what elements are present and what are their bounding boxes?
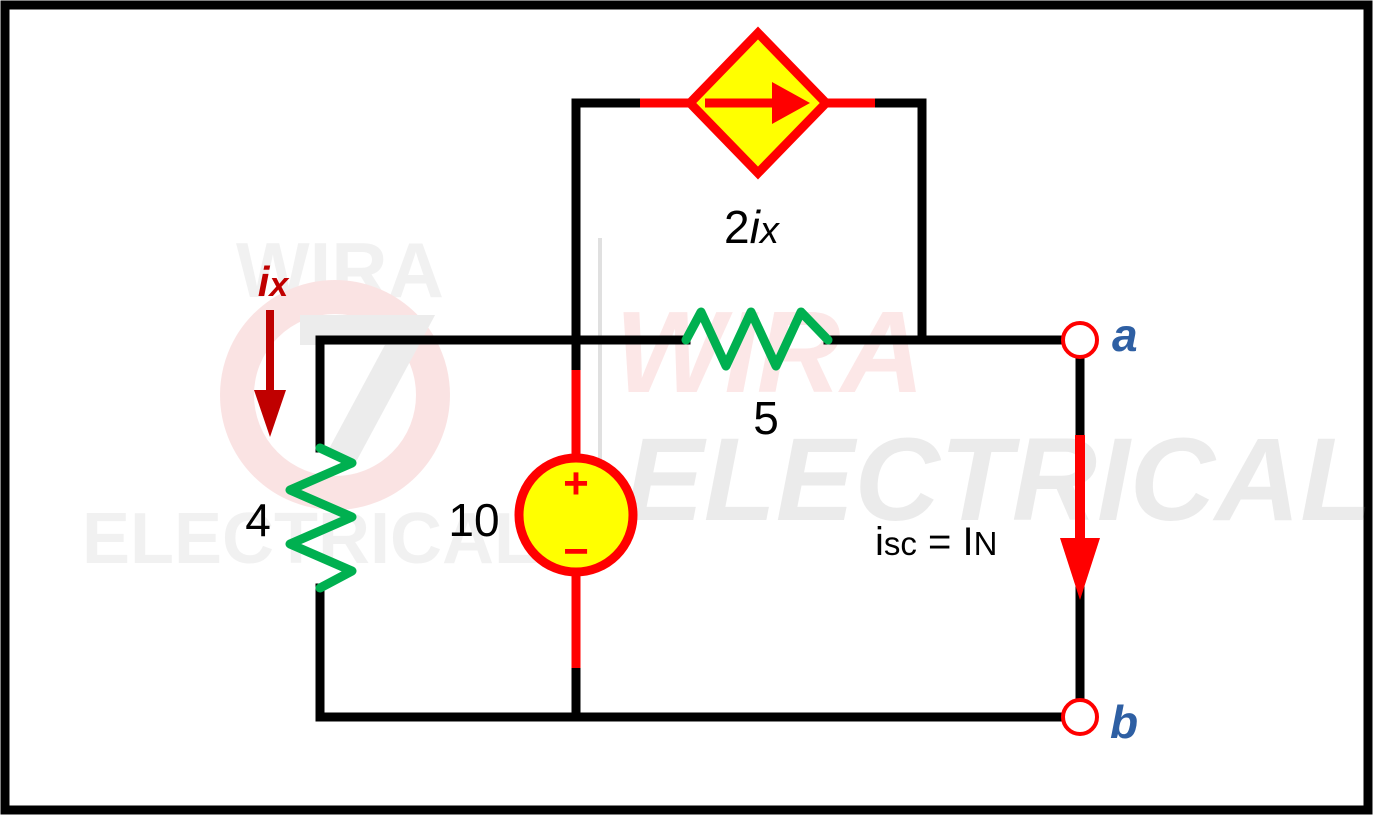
watermark-center: WIRA ELECTRICAL: [615, 287, 1372, 546]
dep-source-label: 2ix: [724, 201, 781, 253]
source-leads: [571, 98, 875, 668]
terminal-b-node: [1061, 698, 1099, 736]
resistor-5-label: 5: [753, 392, 779, 444]
watermark-logo-top: WIRA: [236, 226, 444, 314]
resistor-5-zigzag: [681, 307, 833, 371]
wire-middle-left: [315, 335, 691, 453]
wire-top-right: [870, 98, 927, 345]
resistor-4-zigzag: [285, 443, 357, 593]
vs-circle: [514, 453, 638, 577]
wire-bottom: [315, 583, 1067, 722]
isc-label: isc = IN: [875, 520, 997, 564]
ix-label: ix: [258, 258, 291, 305]
watermark-logo-ring: [220, 280, 450, 510]
isc-arrow-icon: [1060, 538, 1100, 600]
vs-plus-icon: +: [563, 459, 589, 508]
terminal-a-label: a: [1112, 309, 1138, 361]
voltage-source: + −: [514, 453, 638, 577]
terminal-b-label: b: [1110, 696, 1138, 748]
vs-minus-icon: −: [563, 527, 589, 576]
dep-source-arrow-icon: [772, 82, 810, 124]
wire-top-left: [571, 98, 645, 345]
watermark-logo-seven: [300, 315, 436, 468]
vs-label: 10: [448, 494, 499, 546]
ix-arrow-icon: [254, 390, 286, 437]
wires: [315, 98, 1085, 722]
terminal-a-node: [1061, 321, 1099, 359]
dependent-current-source: [683, 26, 833, 180]
resistor-4-label: 4: [245, 494, 271, 546]
watermark-center-bottom: ELECTRICAL: [625, 414, 1372, 546]
